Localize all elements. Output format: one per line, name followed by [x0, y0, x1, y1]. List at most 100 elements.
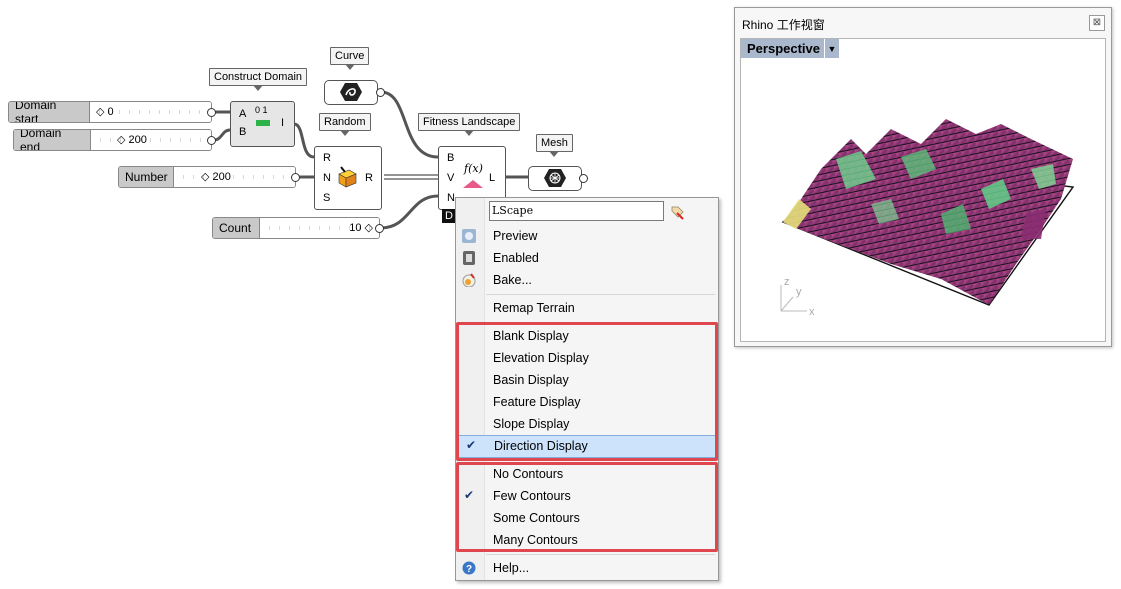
chevron-down-icon[interactable]: ▼ — [824, 39, 839, 58]
function-icon: f(x) — [464, 162, 483, 175]
help-icon: ? — [462, 561, 476, 575]
rhino-viewport-window[interactable]: Rhino 工作视窗 ⊠ Perspective ▼ — [734, 7, 1112, 347]
viewport-name: Perspective — [747, 41, 820, 56]
menu-item-label: Some Contours — [493, 511, 580, 525]
slider-domain-end[interactable]: Domain end ◇ 200 — [13, 129, 212, 151]
menu-item-help[interactable]: ? Help... — [457, 558, 717, 579]
terrain-icon — [463, 180, 483, 188]
menu-item-label: Direction Display — [494, 439, 588, 453]
random-component[interactable]: R N S R — [314, 146, 382, 210]
slider-label: Domain end — [14, 130, 91, 150]
menu-item-feature-display[interactable]: Feature Display — [457, 392, 717, 413]
bake-icon — [462, 273, 476, 287]
menu-item-label: Blank Display — [493, 329, 569, 343]
input-pin-d[interactable]: D — [442, 209, 457, 223]
menu-item-remap-terrain[interactable]: Remap Terrain — [457, 298, 717, 319]
input-pin-r[interactable]: R — [323, 152, 331, 164]
axis-y-label: y — [796, 286, 802, 298]
slider-track[interactable]: ◇ 0 — [90, 102, 211, 122]
curve-param[interactable] — [324, 80, 378, 105]
output-port[interactable] — [579, 174, 588, 183]
axis-z-label: z — [784, 276, 790, 288]
curve-icon — [340, 83, 362, 101]
menu-item-label: Feature Display — [493, 395, 581, 409]
menu-item-some-contours[interactable]: Some Contours — [457, 508, 717, 529]
axis-gizmo — [780, 285, 807, 312]
output-pin-i[interactable]: I — [281, 117, 285, 129]
enabled-icon — [463, 251, 475, 265]
rename-tag-icon[interactable] — [669, 204, 685, 220]
menu-item-enabled[interactable]: Enabled — [457, 248, 717, 269]
component-name-field[interactable]: LScape — [489, 201, 664, 221]
output-port[interactable] — [375, 224, 384, 233]
menu-item-label: No Contours — [493, 467, 564, 481]
viewport-tab[interactable]: Perspective ▼ — [741, 39, 839, 58]
slider-value: ◇ 200 — [201, 171, 231, 183]
slider-track[interactable]: ◇ 200 — [91, 130, 211, 150]
perspective-viewport[interactable]: Perspective ▼ — [740, 38, 1106, 342]
input-pin-s[interactable]: S — [323, 192, 331, 204]
output-port[interactable] — [207, 108, 216, 117]
output-port[interactable] — [376, 88, 385, 97]
axis-x-label: x — [809, 306, 815, 318]
menu-item-label: Many Contours — [493, 533, 578, 547]
slider-domain-start[interactable]: Domain start ◇ 0 — [8, 101, 212, 123]
input-pin-b[interactable]: B — [447, 152, 455, 164]
menu-item-label: Bake... — [493, 273, 532, 287]
close-icon[interactable]: ⊠ — [1089, 15, 1105, 31]
input-pin-v[interactable]: V — [447, 172, 455, 184]
menu-item-label: Basin Display — [493, 373, 569, 387]
tag-fitness-landscape: Fitness Landscape — [418, 113, 521, 136]
slider-track[interactable]: 10 ◇ — [260, 218, 379, 238]
domain-icon — [256, 120, 270, 126]
output-port[interactable] — [291, 173, 300, 182]
menu-item-label: Remap Terrain — [493, 301, 575, 315]
menu-item-no-contours[interactable]: No Contours — [457, 464, 717, 485]
component-context-menu: LScape Preview Enabled Bake... Remap Ter… — [455, 197, 719, 581]
menu-item-label: Enabled — [493, 251, 539, 265]
input-pin-a[interactable]: A — [239, 108, 247, 120]
domain-icon-label: 0 1 — [255, 105, 268, 115]
menu-separator — [486, 294, 715, 295]
input-pin-b[interactable]: B — [239, 126, 247, 138]
terrain-render: z y x — [780, 119, 1075, 318]
menu-item-preview[interactable]: Preview — [457, 226, 717, 247]
slider-value: ◇ 200 — [117, 134, 147, 146]
slider-label: Number — [119, 167, 174, 187]
menu-item-direction-display[interactable]: ✔ Direction Display — [458, 435, 716, 458]
menu-item-label: Help... — [493, 561, 530, 575]
tag-construct-domain: Construct Domain — [209, 68, 308, 91]
menu-item-label: Preview — [493, 229, 538, 243]
construct-domain-component[interactable]: A B 0 1 I — [230, 101, 295, 147]
slider-track[interactable]: ◇ 200 — [174, 167, 295, 187]
menu-item-basin-display[interactable]: Basin Display — [457, 370, 717, 391]
output-pin-r[interactable]: R — [365, 172, 373, 184]
preview-icon — [462, 229, 476, 243]
menu-item-few-contours[interactable]: ✔ Few Contours — [457, 486, 717, 507]
menu-item-many-contours[interactable]: Many Contours — [457, 530, 717, 551]
checkmark-icon: ✔ — [466, 438, 477, 452]
tag-mesh: Mesh — [536, 134, 573, 157]
output-pin-l[interactable]: L — [489, 172, 496, 184]
tag-random: Random — [319, 113, 371, 136]
input-pin-n[interactable]: N — [447, 192, 455, 204]
mesh-param[interactable] — [528, 166, 582, 191]
slider-label: Count — [213, 218, 260, 238]
slider-label: Domain start — [9, 102, 90, 122]
menu-separator — [486, 554, 715, 555]
menu-item-slope-display[interactable]: Slope Display — [457, 414, 717, 435]
dice-icon — [338, 166, 357, 188]
menu-item-elevation-display[interactable]: Elevation Display — [457, 348, 717, 369]
checkmark-icon: ✔ — [464, 488, 475, 502]
mesh-icon — [544, 169, 566, 187]
slider-count[interactable]: Count 10 ◇ — [212, 217, 380, 239]
menu-item-bake[interactable]: Bake... — [457, 270, 717, 291]
highlight-box-display-modes — [456, 322, 718, 461]
menu-item-label: Few Contours — [493, 489, 571, 503]
highlight-box-contour-modes — [456, 462, 718, 552]
slider-number[interactable]: Number ◇ 200 — [118, 166, 296, 188]
menu-item-blank-display[interactable]: Blank Display — [457, 326, 717, 347]
input-pin-n[interactable]: N — [323, 172, 331, 184]
menu-item-label: Elevation Display — [493, 351, 589, 365]
output-port[interactable] — [207, 136, 216, 145]
